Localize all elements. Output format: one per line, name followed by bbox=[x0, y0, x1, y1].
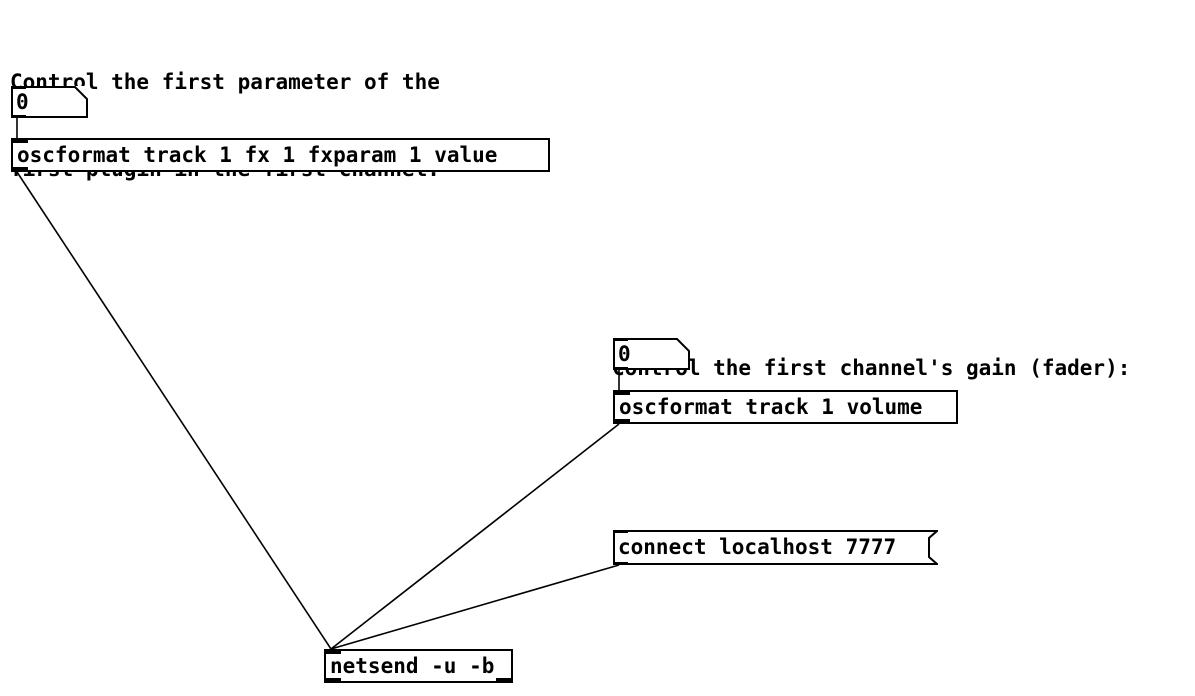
number-box-volume-value[interactable]: 0 bbox=[618, 341, 631, 366]
number-box-fxparam-outlet[interactable] bbox=[11, 115, 26, 118]
message-connect-localhost-label: connect localhost 7777 bbox=[618, 535, 897, 559]
number-box-fxparam-outline bbox=[11, 86, 88, 118]
object-oscformat-fxparam[interactable]: oscformat track 1 fx 1 fxparam 1 value bbox=[11, 138, 550, 172]
object-netsend-label: netsend -u -b bbox=[330, 653, 495, 678]
message-connect-localhost-outlet[interactable] bbox=[613, 562, 628, 565]
cord-oscformat-volume-to-netsend[interactable] bbox=[330, 423, 620, 650]
number-box-volume-outline bbox=[613, 338, 690, 370]
object-netsend[interactable]: netsend -u -b bbox=[324, 649, 513, 683]
object-oscformat-fxparam-inlet-0[interactable] bbox=[13, 140, 28, 143]
message-connect-localhost[interactable]: connect localhost 7777 bbox=[613, 530, 938, 565]
object-netsend-inlet-0[interactable] bbox=[326, 651, 341, 654]
object-oscformat-volume-outlet-0[interactable] bbox=[615, 419, 630, 422]
comment-plugin-parameter: Control the first parameter of the first… bbox=[10, 10, 440, 242]
number-box-volume-inlet[interactable] bbox=[613, 338, 628, 341]
comment-plugin-parameter-line1: Control the first parameter of the bbox=[10, 70, 440, 94]
number-box-fxparam-inlet[interactable] bbox=[11, 86, 26, 89]
object-netsend-outlet-0[interactable] bbox=[326, 678, 341, 681]
number-box-fxparam-value[interactable]: 0 bbox=[16, 89, 29, 114]
number-box-volume-outlet[interactable] bbox=[613, 367, 628, 370]
cord-connect-message-to-netsend[interactable] bbox=[330, 564, 620, 650]
number-box-volume[interactable]: 0 bbox=[613, 338, 690, 370]
object-oscformat-volume[interactable]: oscformat track 1 volume bbox=[613, 390, 958, 424]
object-oscformat-fxparam-outlet-0[interactable] bbox=[13, 167, 28, 170]
cord-oscformat-fxparam-to-netsend[interactable] bbox=[16, 171, 332, 650]
object-oscformat-volume-label: oscformat track 1 volume bbox=[619, 394, 923, 419]
number-box-fxparam[interactable]: 0 bbox=[11, 86, 88, 118]
object-oscformat-volume-inlet-0[interactable] bbox=[615, 392, 630, 395]
message-connect-localhost-inlet[interactable] bbox=[613, 530, 628, 533]
object-oscformat-fxparam-label: oscformat track 1 fx 1 fxparam 1 value bbox=[17, 142, 498, 167]
object-netsend-outlet-1[interactable] bbox=[496, 678, 511, 681]
